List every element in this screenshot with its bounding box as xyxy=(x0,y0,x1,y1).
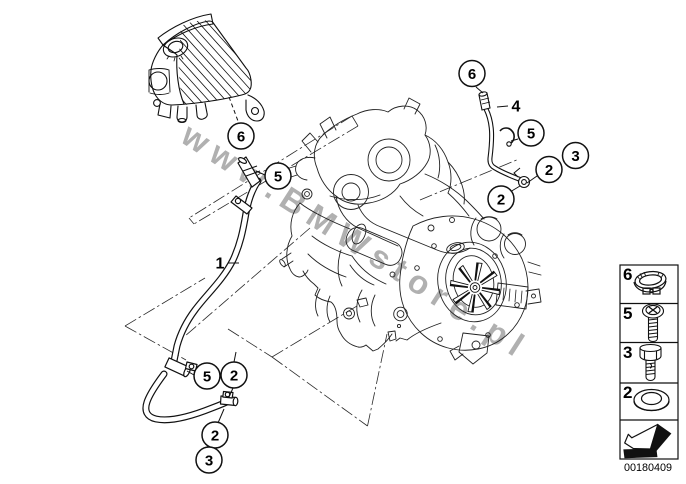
svg-text:3: 3 xyxy=(571,148,579,165)
svg-text:2: 2 xyxy=(211,428,219,445)
svg-text:2: 2 xyxy=(623,383,632,402)
svg-text:4: 4 xyxy=(512,99,521,116)
svg-text:3: 3 xyxy=(623,343,632,362)
svg-text:6: 6 xyxy=(468,66,476,83)
svg-text:5: 5 xyxy=(527,126,535,143)
svg-text:6: 6 xyxy=(237,129,245,146)
svg-text:00180409: 00180409 xyxy=(624,462,672,474)
svg-text:5: 5 xyxy=(623,304,632,323)
svg-text:6: 6 xyxy=(623,265,632,284)
svg-text:1: 1 xyxy=(216,256,225,273)
svg-text:5: 5 xyxy=(274,169,282,186)
svg-text:5: 5 xyxy=(203,369,211,386)
svg-text:2: 2 xyxy=(545,162,553,179)
svg-text:3: 3 xyxy=(205,453,213,470)
svg-text:2: 2 xyxy=(230,368,238,385)
svg-text:2: 2 xyxy=(497,192,505,209)
